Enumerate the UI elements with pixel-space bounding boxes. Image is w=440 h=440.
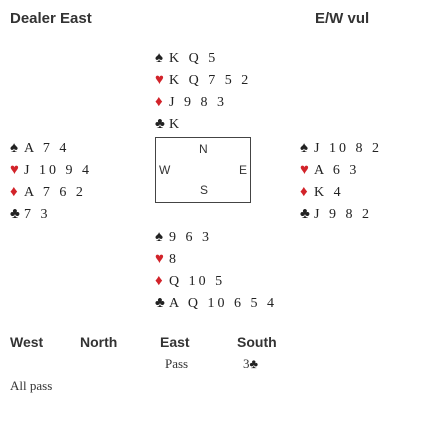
club-icon: ♣ xyxy=(10,206,20,222)
compass-north: N xyxy=(199,142,208,156)
card-list: A 7 4 xyxy=(24,141,70,156)
compass-south: S xyxy=(200,183,209,197)
east-diamond-holding: ♦ K 4 xyxy=(300,181,382,203)
card-list: J 9 8 3 xyxy=(169,95,227,110)
north-heart-holding: ♥ K Q 7 5 2 xyxy=(155,69,251,91)
south-spade-holding: ♠ 9 6 3 xyxy=(155,226,277,248)
heart-icon: ♥ xyxy=(10,162,19,178)
card-list: K 4 xyxy=(314,185,344,200)
vulnerability-label: E/W vul xyxy=(315,10,370,27)
east-spade-holding: ♠ J 10 8 2 xyxy=(300,137,382,159)
west-spade-holding: ♠ A 7 4 xyxy=(10,137,92,159)
card-list: K Q 5 xyxy=(169,51,219,66)
card-list: K xyxy=(169,117,183,132)
diamond-icon: ♦ xyxy=(155,94,163,110)
east-hand: ♠ J 10 8 2 ♥ A 6 3 ♦ K 4 ♣ J 9 8 2 xyxy=(300,137,382,225)
heart-icon: ♥ xyxy=(155,72,164,88)
south-heart-holding: ♥8 xyxy=(155,248,277,270)
north-spade-holding: ♠ K Q 5 xyxy=(155,47,251,69)
north-hand: ♠K Q 5♥K Q 7 5 2♦J 9 8 3♣K xyxy=(155,47,251,135)
bid-south-level: 3 xyxy=(243,356,250,371)
card-list: J 10 8 2 xyxy=(314,141,382,156)
club-icon: ♣ xyxy=(249,356,259,371)
south-hand: ♠9 6 3♥8♦Q 10 5♣A Q 10 6 5 4 xyxy=(155,226,277,314)
diamond-icon: ♦ xyxy=(10,184,18,200)
spade-icon: ♠ xyxy=(300,140,308,156)
card-list: A 7 6 2 xyxy=(24,185,86,200)
auction-footer: All pass xyxy=(10,378,53,393)
compass-west: W xyxy=(159,163,171,177)
east-heart-holding: ♥ A 6 3 xyxy=(300,159,382,181)
card-list: J 10 9 4 xyxy=(24,163,92,178)
card-list: A Q 10 6 5 4 xyxy=(169,296,277,311)
south-club-holding: ♣ A Q 10 6 5 4 xyxy=(155,292,277,314)
card-list: 7 3 xyxy=(24,207,51,222)
card-list: 9 6 3 xyxy=(169,230,212,245)
heart-icon: ♥ xyxy=(155,251,164,267)
west-diamond-holding: ♦ A 7 6 2 xyxy=(10,181,92,203)
card-list: A 6 3 xyxy=(314,163,360,178)
dealer-label: Dealer East xyxy=(10,10,92,27)
bid-header-west: West xyxy=(10,334,44,350)
bid-east: Pass xyxy=(165,356,189,371)
card-list: Q 10 5 xyxy=(169,274,226,289)
compass-east: E xyxy=(238,163,247,177)
bid-south: 3♣ xyxy=(243,356,258,372)
west-club-holding: ♣ 7 3 xyxy=(10,203,92,225)
heart-icon: ♥ xyxy=(300,162,309,178)
bid-header-south: South xyxy=(237,334,277,350)
club-icon: ♣ xyxy=(155,295,165,311)
club-icon: ♣ xyxy=(155,116,165,132)
spade-icon: ♠ xyxy=(155,229,163,245)
spade-icon: ♠ xyxy=(155,50,163,66)
bid-header-east: East xyxy=(160,334,190,350)
spade-icon: ♠ xyxy=(10,140,18,156)
west-hand: ♠ A 7 4 ♥ J 10 9 4 ♦ A 7 6 2 ♣ 7 3 xyxy=(10,137,92,225)
east-club-holding: ♣ J 9 8 2 xyxy=(300,203,382,225)
south-diamond-holding: ♦ Q 10 5 xyxy=(155,270,277,292)
north-club-holding: ♣K xyxy=(155,113,251,135)
club-icon: ♣ xyxy=(300,206,310,222)
card-list: J 9 8 2 xyxy=(314,207,372,222)
card-list: K Q 7 5 2 xyxy=(169,73,252,88)
west-heart-holding: ♥ J 10 9 4 xyxy=(10,159,92,181)
compass-box: N W E S xyxy=(155,137,251,203)
diamond-icon: ♦ xyxy=(300,184,308,200)
diamond-icon: ♦ xyxy=(155,273,163,289)
card-list: 8 xyxy=(169,252,179,267)
bid-header-north: North xyxy=(80,334,118,350)
north-diamond-holding: ♦ J 9 8 3 xyxy=(155,91,251,113)
